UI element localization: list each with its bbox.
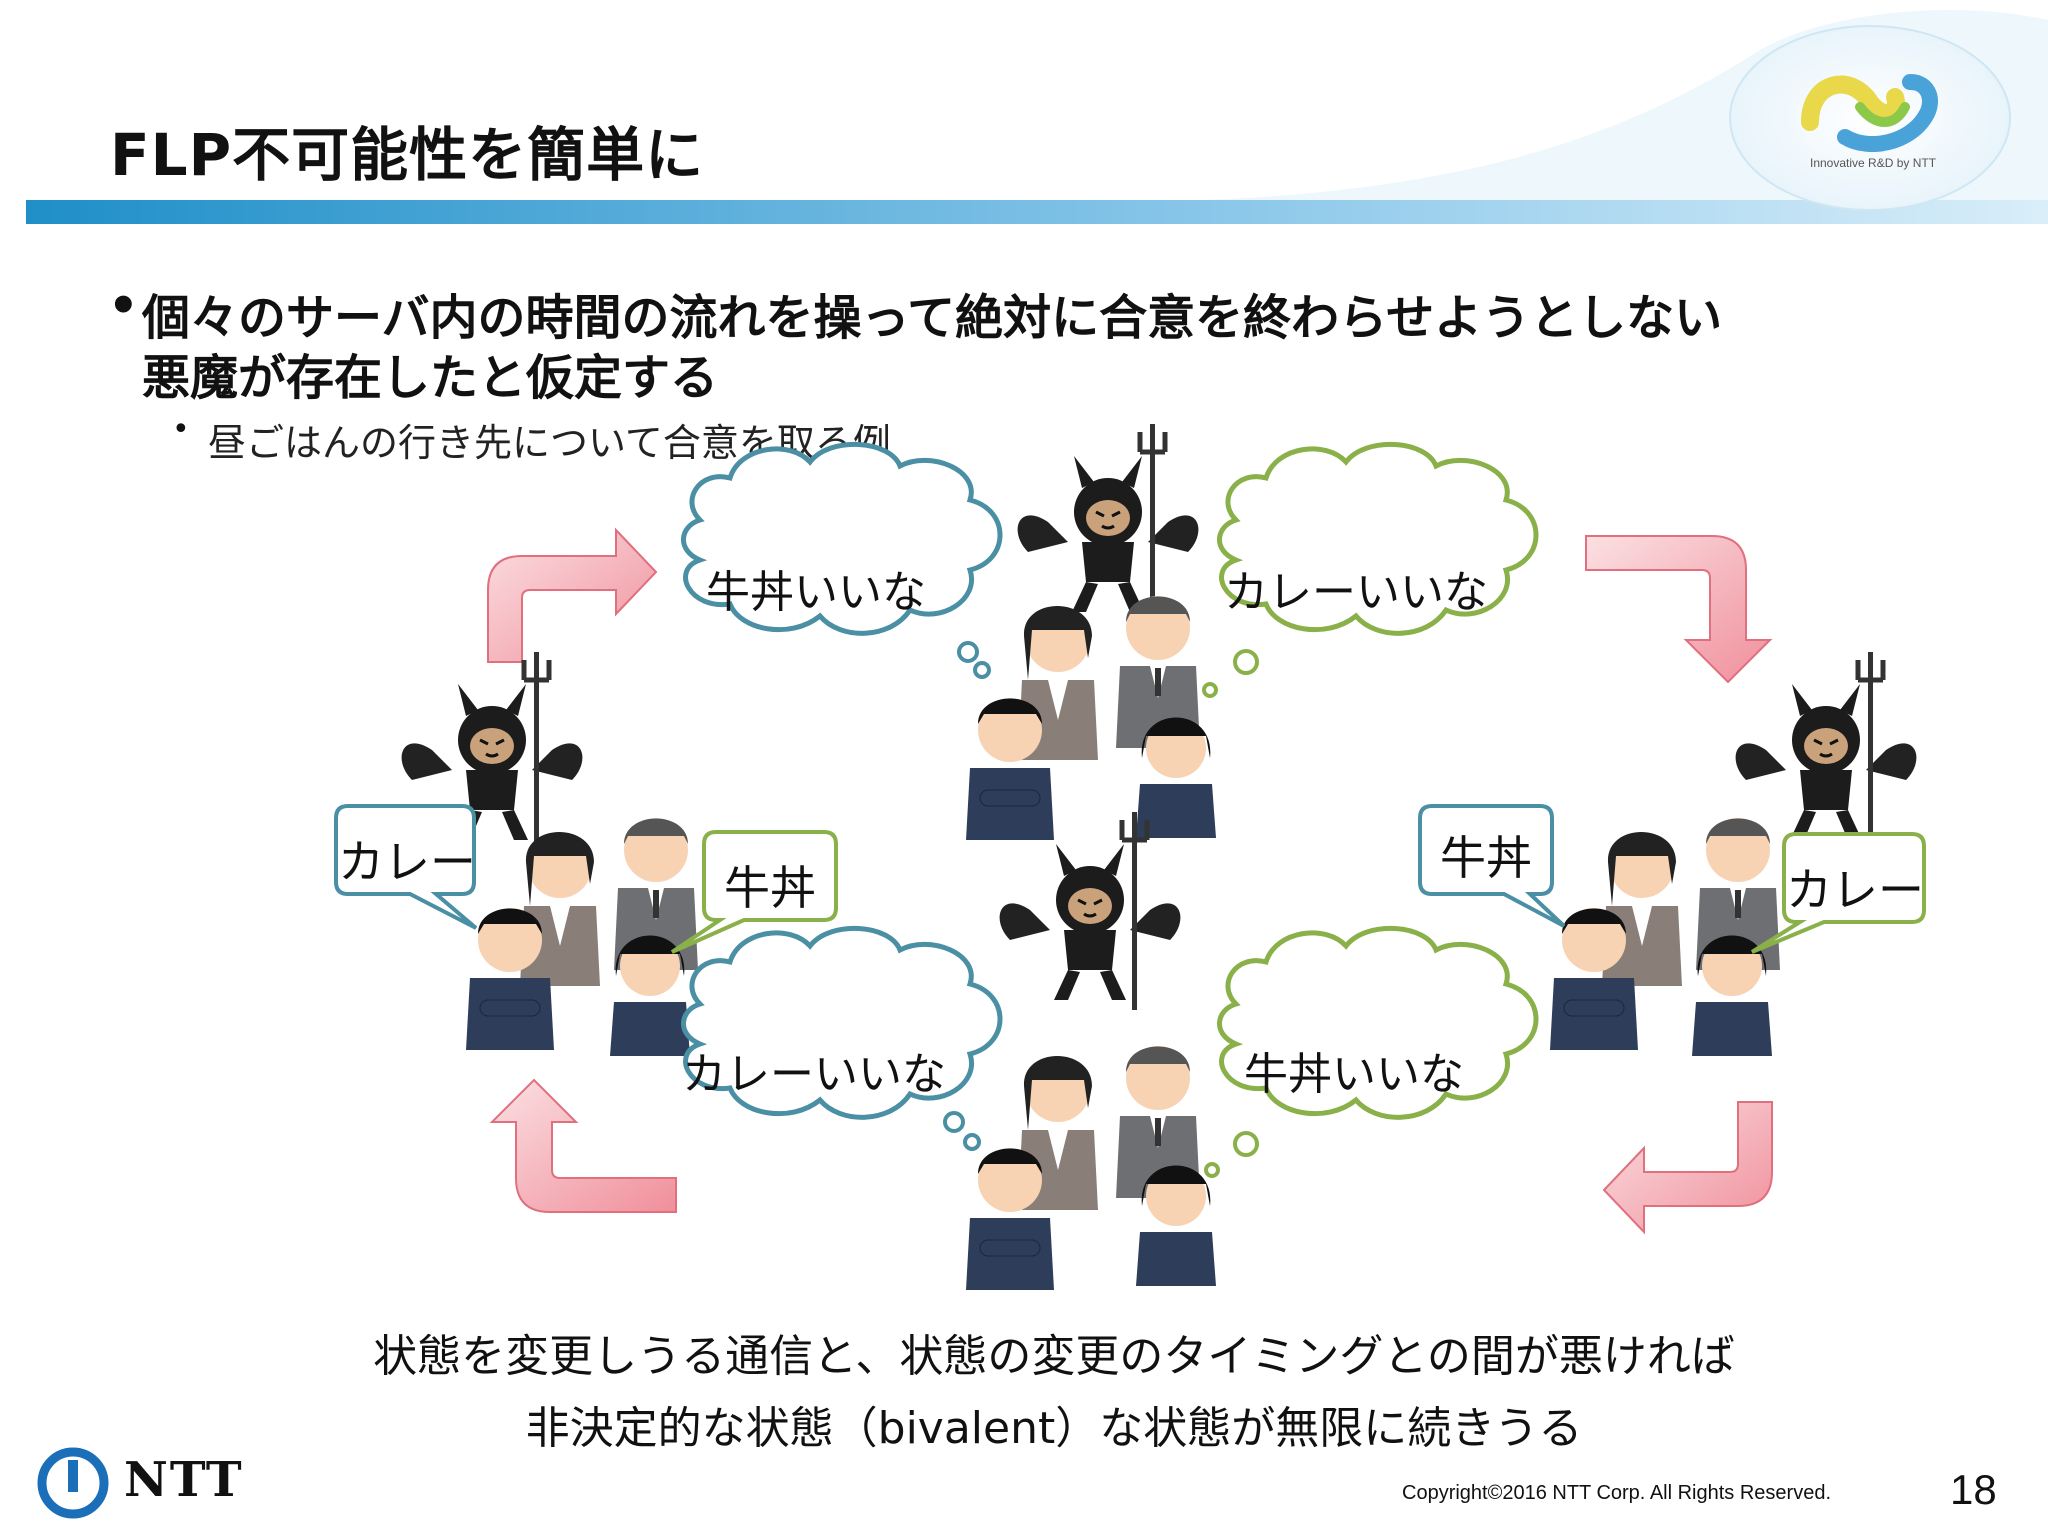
speech-bubble-right-blue — [1418, 804, 1566, 928]
speech-bubble-left-blue — [334, 804, 478, 930]
thought-cloud-top-right — [1217, 441, 1539, 636]
thought-text-bottom-left: カレーいいな — [682, 1049, 946, 1100]
speech-text-right-blue: 牛丼 — [1440, 831, 1532, 885]
speech-text-left-blue: カレー — [338, 835, 476, 889]
sub-bullet-marker: • — [172, 412, 190, 447]
innovative-logo — [1801, 74, 1938, 152]
thought-text-bottom-right: 牛丼いいな — [1244, 1049, 1464, 1100]
logo-tagline: Innovative R&D by NTT — [1810, 156, 1937, 170]
arrow-bottom-left — [489, 1078, 677, 1213]
ntt-brand: NTT — [124, 1452, 244, 1508]
conclusion-line1: 状態を変更しうる通信と、状態の変更のタイミングとの間が悪ければ — [373, 1331, 1735, 1382]
speech-text-left-green: 牛丼 — [724, 861, 816, 915]
main-bullet-line2: 悪魔が存在したと仮定する — [142, 350, 719, 406]
speech-bubble-right-green — [1750, 832, 1926, 954]
thought-cloud-bottom-left — [681, 925, 1003, 1120]
page-number: 18 — [1950, 1466, 1997, 1513]
speech-bubble-left-green — [670, 830, 838, 954]
thought-cloud-top-left — [681, 441, 1003, 636]
arrow-top-left — [487, 527, 658, 663]
main-bullet-line1: 個々のサーバ内の時間の流れを操って絶対に合意を終わらせようとしない — [142, 290, 1723, 346]
slide-title: FLP不可能性を簡単に — [110, 121, 705, 189]
bullet-marker: • — [108, 278, 139, 334]
copyright: Copyright©2016 NTT Corp. All Rights Rese… — [1402, 1482, 1831, 1504]
ntt-logo-icon — [37, 1447, 109, 1519]
speech-text-right-green: カレー — [1786, 863, 1924, 917]
conclusion-line2: 非決定的な状態（bivalent）な状態が無限に続きうる — [525, 1403, 1583, 1454]
arrow-top-right — [1585, 535, 1773, 684]
thought-text-top-left: 牛丼いいな — [706, 567, 926, 618]
thought-cloud-bottom-right — [1217, 925, 1539, 1120]
arrow-bottom-right — [1602, 1101, 1773, 1235]
thought-text-top-right: カレーいいな — [1224, 567, 1488, 618]
